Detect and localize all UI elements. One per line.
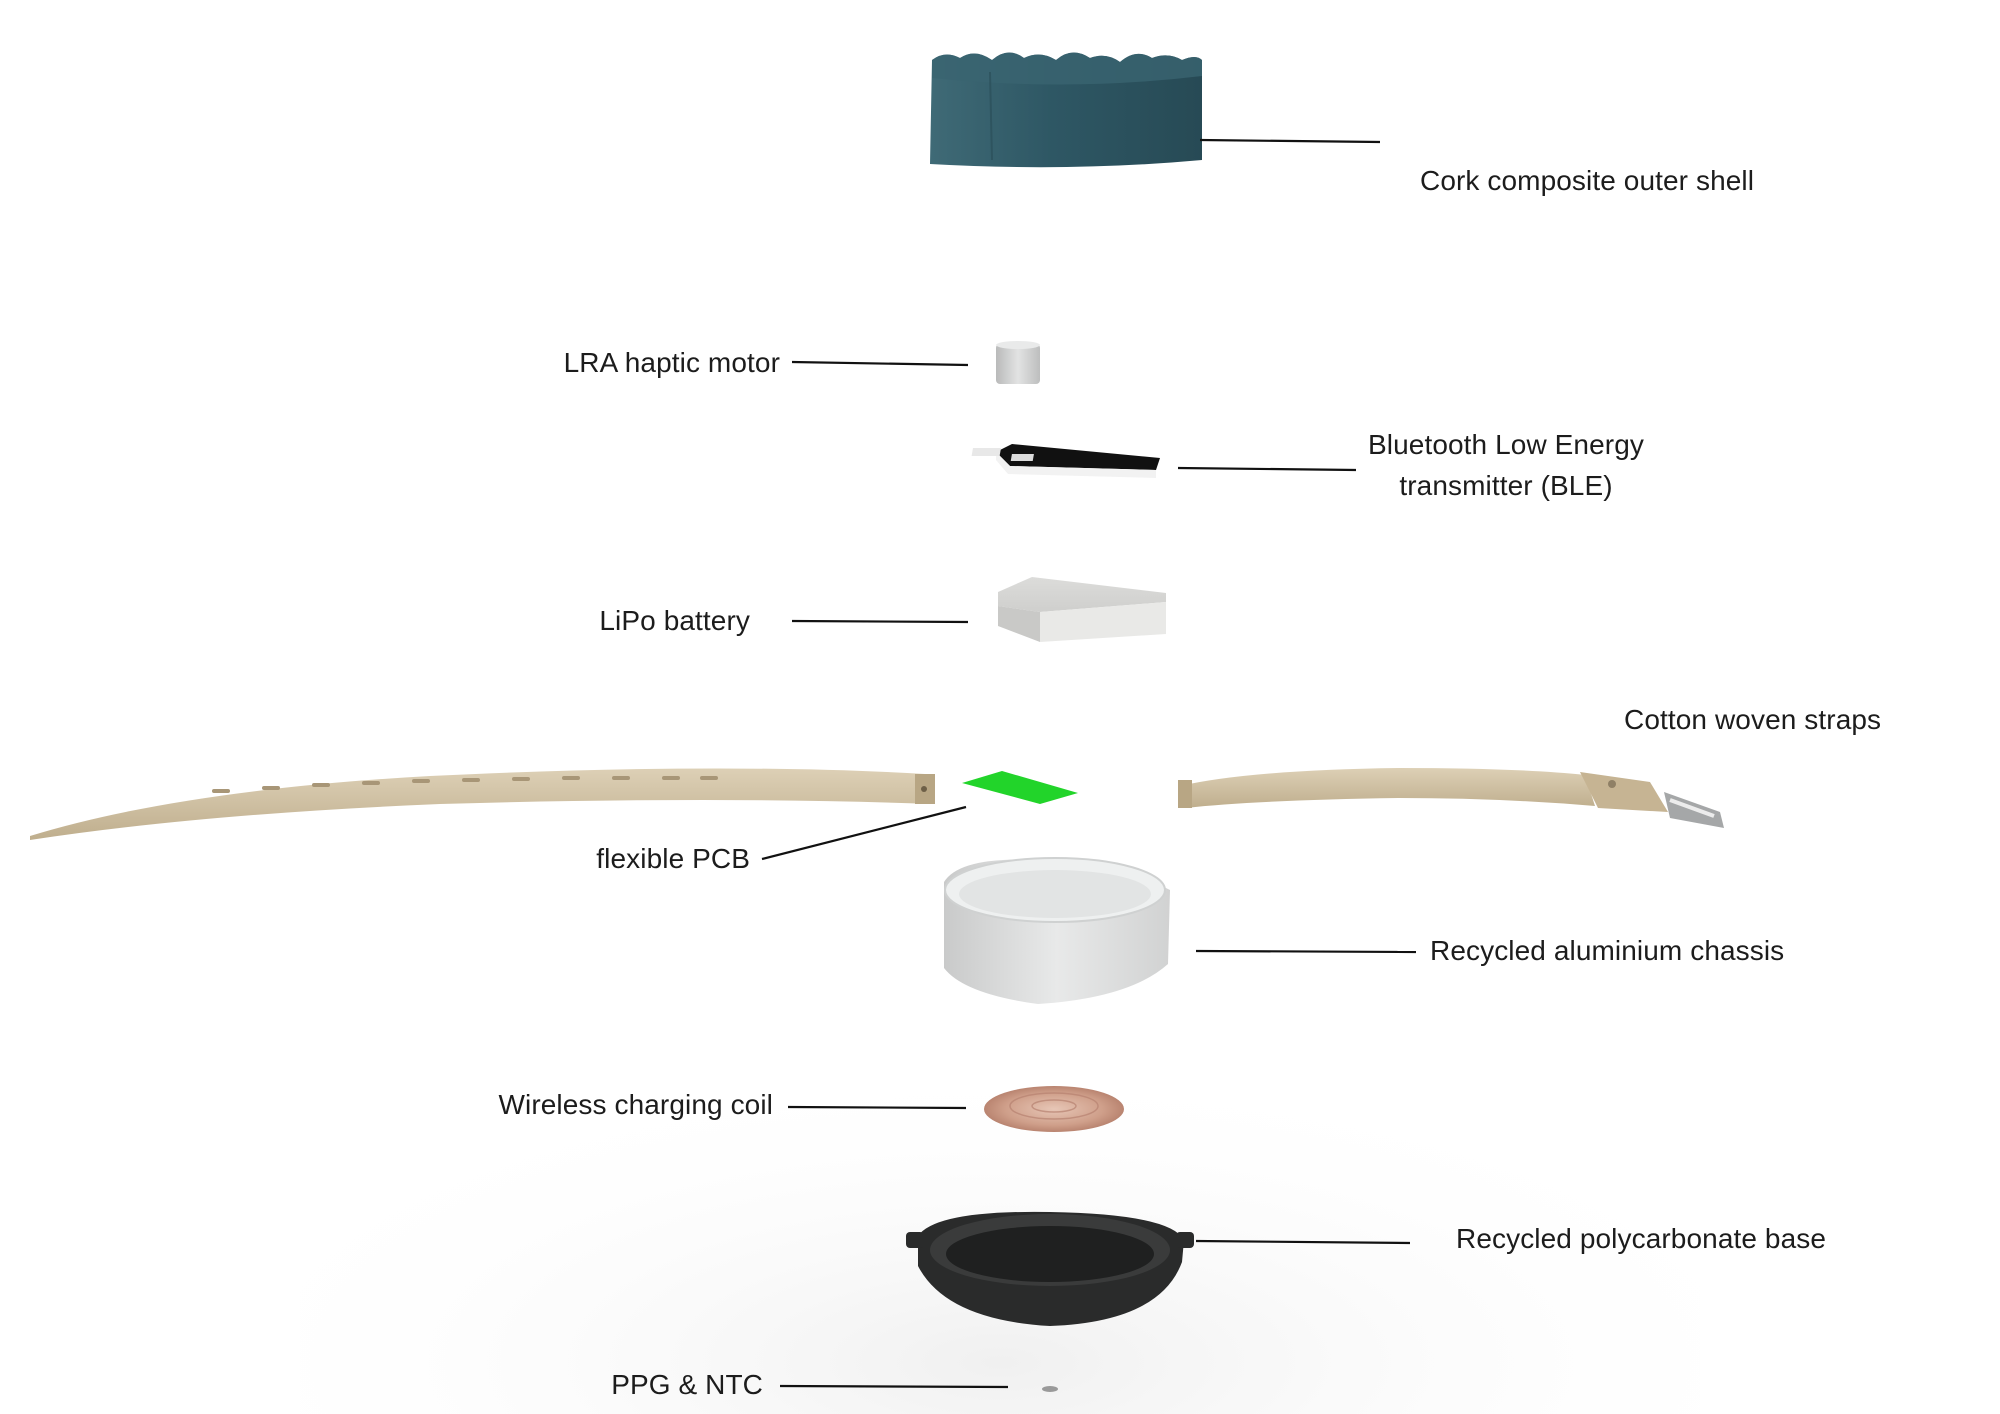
haptic-motor-part	[996, 341, 1040, 384]
leader-line-battery	[791, 619, 969, 624]
leader-line-chassis	[1195, 949, 1417, 954]
aluminium-chassis-part	[944, 857, 1170, 1004]
leader-line-motor	[791, 360, 969, 367]
polycarbonate-base-part	[906, 1211, 1194, 1326]
ppg-sensor-part	[1042, 1386, 1058, 1392]
label-polycarbonate-base: Recycled polycarbonate base	[1456, 1223, 1827, 1254]
leader-line-sensor	[779, 1384, 1009, 1389]
label-ble-line-2: transmitter (BLE)	[1399, 470, 1613, 501]
leader-line-base	[1195, 1239, 1411, 1245]
right-strap-part	[1178, 768, 1724, 828]
lipo-battery-part	[998, 577, 1166, 642]
ble-chip-part	[971, 444, 1160, 478]
label-ble-transmitter: Bluetooth Low Energy transmitter (BLE)	[1356, 424, 1656, 506]
label-ppg-ntc: PPG & NTC	[611, 1369, 763, 1400]
label-cork-shell: Cork composite outer shell	[1420, 165, 1755, 196]
charging-coil-part	[984, 1086, 1124, 1132]
left-strap-part	[30, 768, 935, 840]
leader-lines	[761, 138, 1417, 1389]
leader-line-shell	[1199, 138, 1381, 144]
label-flexible-pcb: flexible PCB	[596, 843, 750, 874]
label-aluminium-chassis: Recycled aluminium chassis	[1430, 935, 1785, 966]
leader-line-ble	[1177, 466, 1357, 472]
label-haptic-motor: LRA haptic motor	[563, 347, 780, 378]
leader-line-coil	[787, 1105, 967, 1110]
label-ble-line-1: Bluetooth Low Energy	[1368, 429, 1644, 460]
label-charging-coil: Wireless charging coil	[498, 1089, 773, 1120]
cork-shell-part	[930, 52, 1202, 168]
label-cotton-straps: Cotton woven straps	[1624, 704, 1882, 735]
label-lipo-battery: LiPo battery	[599, 605, 750, 636]
flexible-pcb-part	[962, 771, 1078, 804]
leader-line-pcb	[761, 805, 967, 861]
